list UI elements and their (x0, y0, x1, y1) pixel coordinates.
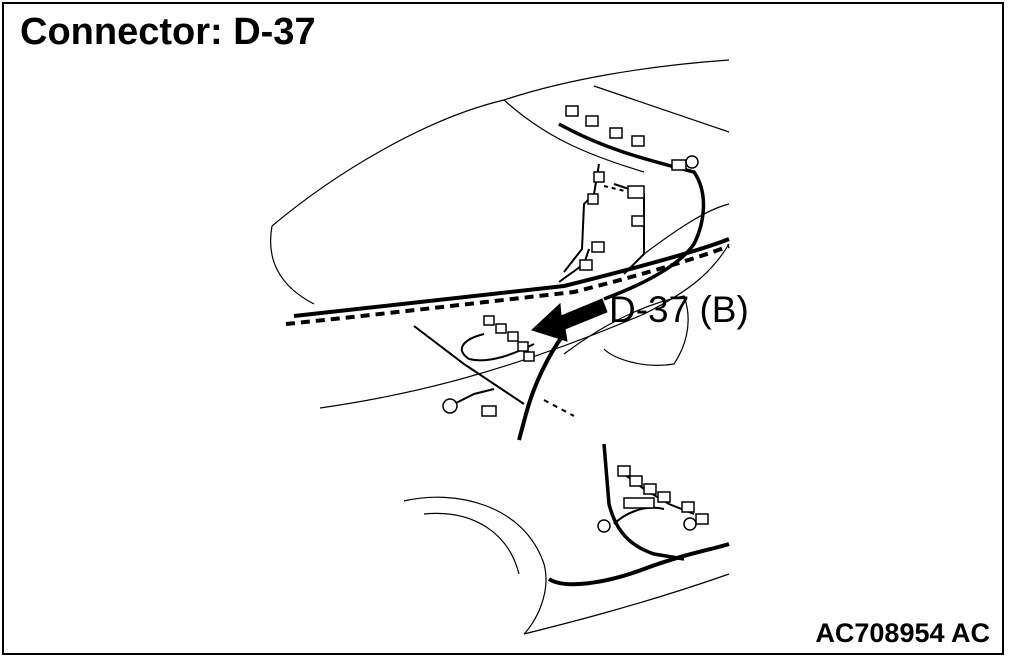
main-harness (293, 237, 730, 318)
body-outline-rear-fender (403, 496, 547, 635)
callout-label: D-37 (B) (609, 289, 749, 330)
page-title: Connector: D-37 (20, 11, 316, 53)
floor-harness-sill (547, 542, 730, 587)
main-harness-dashed (285, 244, 730, 326)
down-harness (517, 332, 566, 441)
cowl-harness (558, 122, 706, 301)
harness-illustration: D-37 (B) (270, 59, 749, 635)
body-outline-roof (593, 85, 730, 133)
body-outline-pillar (643, 203, 730, 255)
floor-harness (602, 443, 685, 561)
body-outline-dash (319, 243, 730, 409)
body-outline-hood-lower (270, 225, 315, 305)
figure-id: AC708954 AC (815, 618, 990, 648)
body-outline-door (563, 295, 689, 366)
body-outline-wheel-arch (423, 512, 520, 575)
callout-arrow (531, 298, 608, 342)
body-outline-windshield (503, 99, 645, 173)
body-outline-hood (271, 59, 730, 227)
connector-group (442, 105, 709, 533)
body-outline-sill (523, 573, 730, 635)
